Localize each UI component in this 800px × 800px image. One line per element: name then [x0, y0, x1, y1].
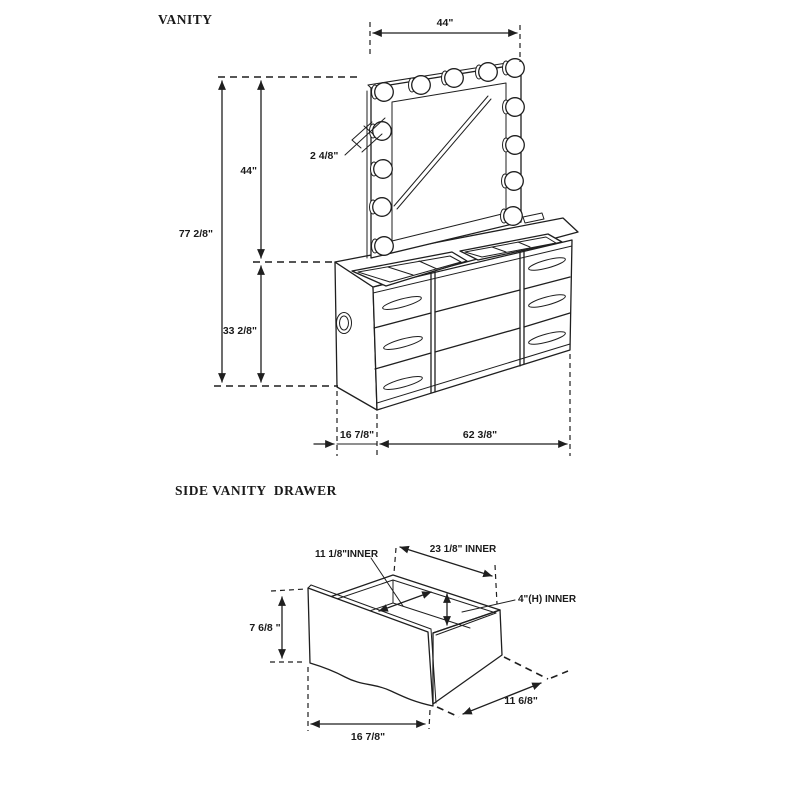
rail-box	[522, 212, 545, 224]
mirror-glass	[391, 82, 507, 242]
dim-top-width: 44"	[369, 17, 521, 62]
dim-front-width-label: 16 7/8"	[351, 731, 385, 743]
inner-height-leader	[461, 599, 516, 613]
side-drawer-drawing: SIDE VANITY DRAWER 11 1/8"INNER 23 1/8" …	[175, 483, 577, 743]
dim-front-width: 16 7/8"	[307, 667, 431, 743]
drawer-box	[307, 574, 503, 707]
dim-inner-depth-label: 11 1/8"INNER	[315, 549, 379, 560]
dim-side-depth: 11 6/8"	[436, 656, 569, 718]
vanity-title: VANITY	[158, 12, 213, 27]
dim-front-height: 7 6/8 "	[249, 588, 307, 663]
inner-depth-leader	[370, 557, 404, 607]
dim-inner-width-label: 23 1/8" INNER	[430, 544, 497, 555]
dim-top-width-label: 44"	[437, 17, 454, 29]
dim-side-depth-label: 11 6/8"	[504, 695, 538, 707]
drawer-handles	[382, 257, 566, 390]
dresser-base	[334, 212, 579, 411]
dim-front-height-label: 7 6/8 "	[249, 622, 280, 634]
dim-bottom: 16 7/8" 62 3/8"	[313, 354, 571, 456]
dim-base-height-label: 33 2/8"	[223, 325, 257, 337]
dim-inner-height-label: 4"(H) INNER	[518, 594, 577, 605]
drawer-rim-outer	[326, 574, 501, 611]
mirror	[366, 58, 525, 259]
dim-mirror-height-label: 44"	[240, 165, 257, 177]
dim-base-width-label: 62 3/8"	[463, 429, 497, 441]
vanity-drawing: VANITY	[158, 12, 579, 456]
dim-inner-width	[393, 545, 498, 605]
dim-frame-depth: 2 4/8"	[310, 117, 386, 162]
dim-total-height-label: 77 2/8"	[179, 228, 213, 240]
top-trays	[351, 233, 563, 287]
drawer-front-panel	[307, 587, 434, 707]
drawer-right-wall	[432, 609, 503, 705]
side-drawer-title: SIDE VANITY DRAWER	[175, 483, 337, 498]
dim-base-depth-label: 16 7/8"	[340, 429, 374, 441]
dim-left-stack: 77 2/8" 44" 33 2/8"	[179, 76, 360, 387]
dim-frame-depth-label: 2 4/8"	[310, 150, 338, 162]
glass-reflection-line	[393, 95, 489, 207]
